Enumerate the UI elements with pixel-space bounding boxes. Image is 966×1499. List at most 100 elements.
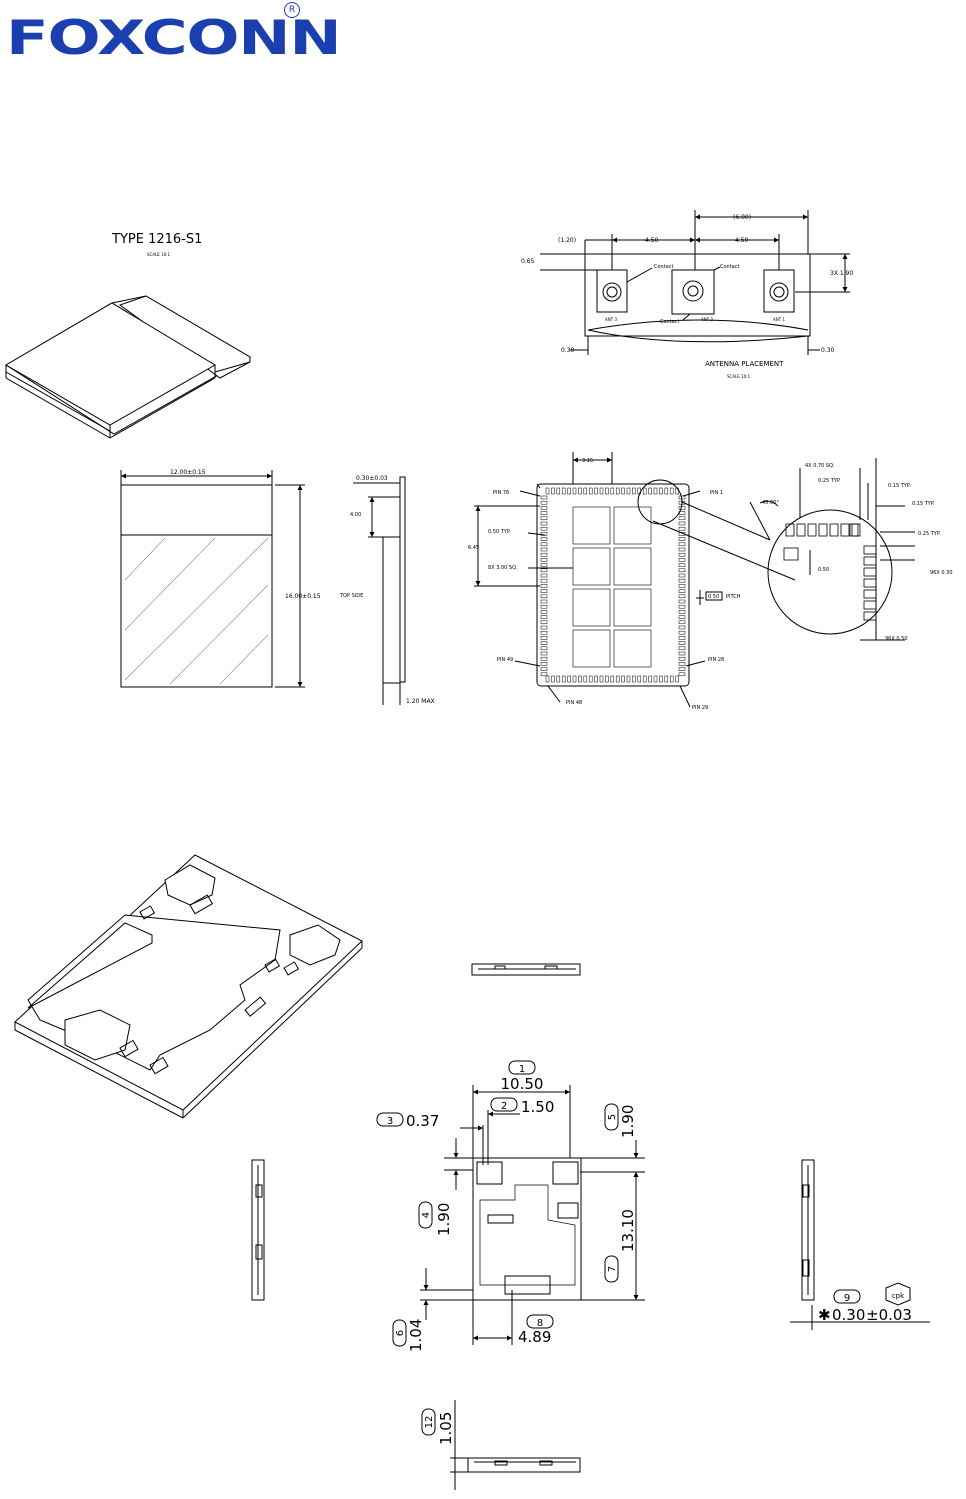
ant1-label: ANT 1 [773,317,785,322]
pin-pad [599,487,604,495]
dim-height: 16.00±0.15 [285,593,321,600]
sq4-label: 4X 0.70 SQ. [805,463,835,469]
dim-0-30-left: 0.30 [561,347,575,354]
balloon-3: 3 [387,1116,393,1127]
pin-pad [678,620,686,625]
pin-pad [540,610,548,614]
pin76-label: PIN 76 [493,490,509,496]
outline-top-view [120,470,305,688]
ant2-label: ANT 2 [701,317,713,322]
dim-width: 12.00±0.15 [170,469,206,476]
pin-pad [678,599,686,604]
dim-0-15-typ-a: 0.15 TYP. [888,483,911,489]
balloon-5: 5 [607,1114,618,1120]
sq8-label: 8X 3.00 SQ. [488,565,518,571]
isometric-module-top [5,295,252,439]
pin-pad [540,495,548,500]
pin1-detail-view [749,458,915,641]
pin-pad [599,675,604,683]
dim-96x-0-50: 96X 0.50 [885,636,908,642]
dim-0-30: 0.30 [832,1306,865,1324]
detail-pad [829,523,839,537]
balloon-8: 8 [537,1318,543,1329]
contact-label-1: Contact [654,264,673,270]
contact-label-3: Contact [660,319,679,325]
pin-pad [678,625,686,630]
pin-pad [540,651,548,656]
balloon-4: 4 [421,1212,432,1218]
pin-pad [578,487,582,495]
pin-pad [540,537,548,541]
contact-label-2: Contact [720,264,739,270]
pin-pad [678,506,686,510]
dim-1-90-b: 1.90 [619,1105,637,1138]
dim-4-50-b: 4.50 [735,237,749,244]
pin-pad [678,526,686,531]
pitch-value: 0.50 [708,594,719,600]
pin-pad [540,662,548,666]
dim-4-50-a: 4.50 [645,237,659,244]
pin-pad [540,604,548,609]
pin-pad [626,675,631,683]
detail-pad [783,547,799,561]
pin-pad [540,542,548,547]
pin-pad [556,487,561,495]
dim-0-50-typ: 0.50 TYP. [488,529,511,535]
pin-pad [669,675,674,683]
pin-pad [621,675,625,683]
pin-pad [615,487,620,495]
dim-0-25-typ: 0.25 TYP. [818,478,841,484]
detail-pad [785,523,795,537]
pin-pad [621,487,625,495]
title-type: TYPE 1216-S1 [111,232,202,247]
pin-pad [610,487,615,495]
dim-13-10: 13.10 [619,1209,637,1252]
pin-pad [678,578,686,583]
pin-pad [540,521,548,526]
pin-pad [653,487,658,495]
pin-pad [540,563,548,567]
dim-0-65: 0.65 [521,258,535,265]
pin28-label: PIN 28 [708,657,724,663]
pin-pad [572,675,577,683]
pin-pad [583,487,588,495]
pin-pad [659,675,663,683]
pin-pad [588,487,593,495]
pin-pad [678,672,686,677]
dim-1-20: (1.20) [558,237,576,244]
pin-pad [648,675,652,683]
dim-4-89: 4.89 [518,1328,551,1346]
dimension-balloons [376,1060,911,1436]
pin-pad [561,675,566,683]
pin-pad [540,667,548,671]
side-view-top [471,963,581,976]
pin1-label: PIN 1 [710,490,723,496]
pin-pad [626,487,631,495]
pin-pad [678,594,686,599]
pin-pad [545,675,550,683]
pin-pad [678,615,686,619]
pin-pad [678,667,686,671]
pin-pad [540,506,548,510]
dim-0-15-typ-b: 0.15 TYP. [912,501,935,507]
detail-pad [863,567,877,577]
balloon-12: 12 [424,1416,435,1429]
antenna-placement-view [540,210,850,355]
dim-0-25-typ-b: 0.25 TYP. [918,531,941,537]
cpk-symbol: cpk [892,1292,905,1300]
pin-pad [632,487,636,495]
title-scale: SCALE 10:1 [147,252,171,257]
pin-pad [583,675,588,683]
pin-pad [678,589,686,593]
pin-pad [540,636,548,640]
pin-pad [540,547,548,552]
tol-0-03: ±0.03 [866,1306,912,1324]
pin-pad [615,675,620,683]
pin-pad [588,675,593,683]
pin-pad [540,558,548,562]
pin-pad [551,675,555,683]
dim-96x-0-30: 96X 0.30 [930,570,953,576]
dim-6-45: 6.45 [468,545,479,551]
side-view-left [251,1159,265,1301]
